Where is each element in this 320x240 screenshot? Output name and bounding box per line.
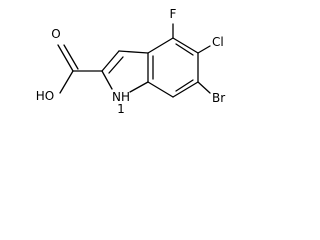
chemical-structure-diagram: F Cl Br O HO NH 1 — [36, 7, 225, 116]
structure-canvas: F Cl Br O HO NH 1 — [0, 0, 256, 140]
pyrrole-ring — [101, 50, 149, 93]
benzene-ring — [147, 37, 199, 98]
fluorine-label: F — [170, 7, 177, 21]
chlorine-label: Cl — [212, 35, 224, 49]
nh-label: NH — [112, 90, 130, 104]
hydroxyl-label: HO — [36, 89, 54, 103]
carbonyl-oxygen-label: O — [51, 27, 60, 41]
carboxyl-group — [57, 44, 103, 94]
bond-c6-br — [197, 81, 211, 94]
bond-c5-cl — [197, 45, 211, 54]
bromine-label: Br — [212, 91, 225, 105]
nh-locant-label: 1 — [117, 102, 125, 116]
